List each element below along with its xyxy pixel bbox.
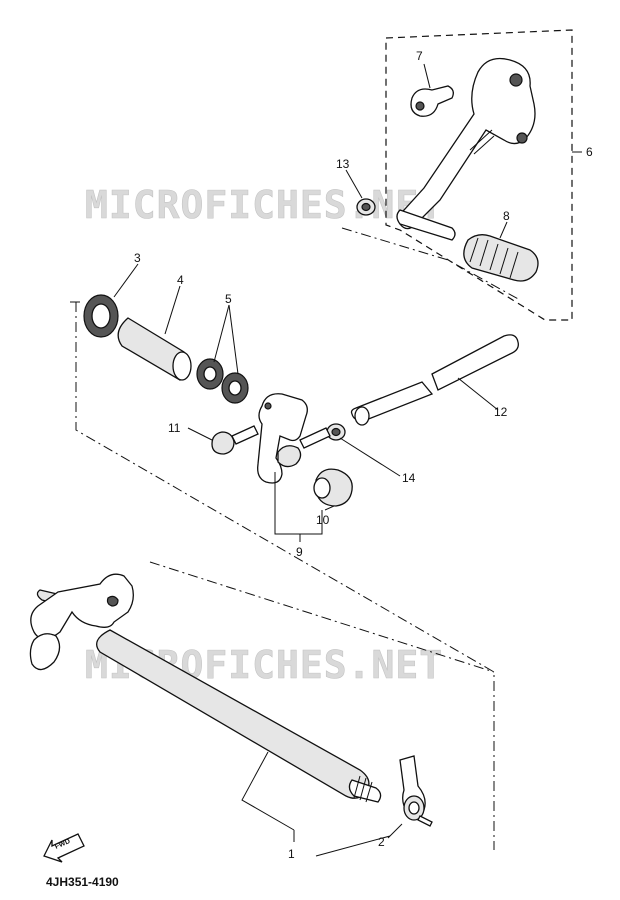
leader-2b [387, 823, 403, 839]
part-12-shift-rod [350, 334, 519, 426]
callout-6: 6 [586, 145, 593, 159]
callout-4: 4 [177, 273, 184, 287]
diagram-code: 4JH351-4190 [46, 875, 119, 889]
shift-shaft-boundary [70, 301, 495, 850]
part-9-shift-arm [257, 393, 308, 484]
callout-13: 13 [336, 157, 350, 171]
part-1-shift-shaft [29, 573, 382, 803]
part-6-shift-pedal [398, 57, 536, 230]
callout-10: 10 [316, 513, 330, 527]
part-7-rod-end [410, 63, 454, 117]
callout-2: 2 [378, 835, 385, 849]
callout-5: 5 [225, 292, 232, 306]
pedal-assembly-boundary [385, 29, 582, 321]
part-14-nut [299, 423, 401, 477]
leader-pedal-to-rod [341, 227, 521, 301]
bracket-9 [274, 472, 323, 535]
part-11-bolt [187, 425, 259, 455]
callout-9: 9 [296, 545, 303, 559]
part-8-shift-pedal-rubber [396, 209, 539, 282]
callout-14: 14 [402, 471, 416, 485]
callout-1: 1 [288, 847, 295, 861]
forward-arrow-icon: FWD [43, 833, 85, 863]
leader-2 [315, 835, 391, 857]
part-10-boot [313, 468, 353, 511]
part-4-collar [117, 285, 192, 381]
watermark-top: MICROFICHES.NET [85, 183, 443, 227]
part-5-bearings [196, 304, 249, 404]
leader-1 [241, 751, 295, 831]
callout-7: 7 [416, 49, 423, 63]
part-2-spring [399, 755, 433, 827]
part-3-oil-seal [83, 263, 139, 338]
callout-8: 8 [503, 209, 510, 223]
callout-12: 12 [494, 405, 508, 419]
part-13-nut [345, 169, 376, 216]
callout-11: 11 [168, 421, 181, 435]
callout-3: 3 [134, 251, 141, 265]
